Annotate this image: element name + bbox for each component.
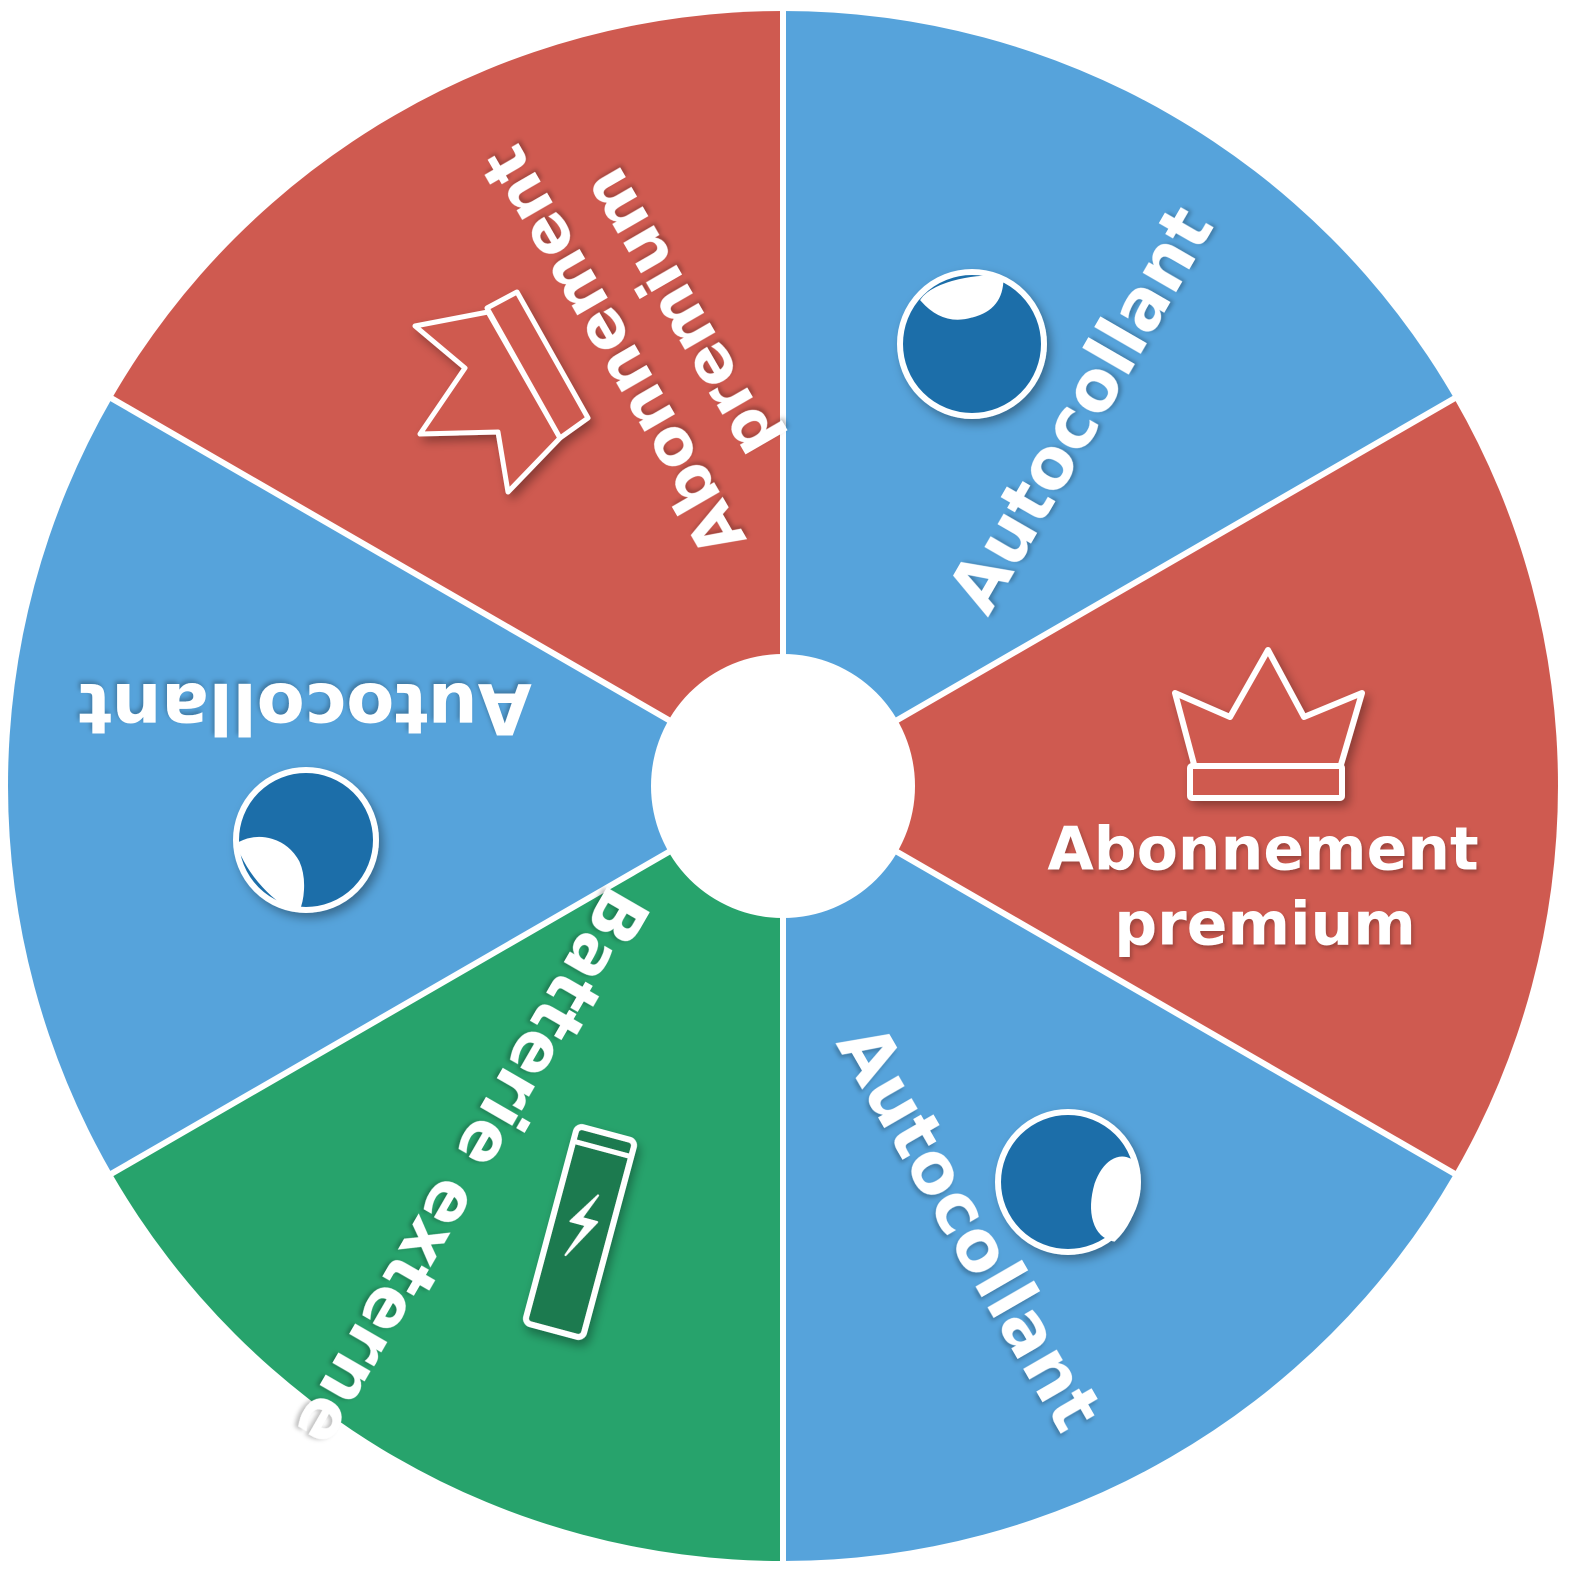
segment-label-right-line-1: Abonnement: [1047, 815, 1478, 885]
segment-wedge-top-right: [783, 11, 1455, 786]
segment-content-left: Autocollant: [78, 667, 532, 913]
segment-wedge-bottom-left: [111, 786, 783, 1561]
ribbon-icon: [412, 289, 591, 495]
sticker-icon: [897, 269, 1047, 419]
battery-icon: [522, 1124, 638, 1340]
segment-content-right: Abonnement premium: [1047, 647, 1479, 960]
sticker-icon: [233, 767, 379, 913]
segment-wedge-right: [783, 398, 1558, 1174]
wheel-segment-right[interactable]: [783, 398, 1558, 1174]
wheel-segment-left[interactable]: [7, 398, 783, 1174]
wheel-hub: [651, 654, 915, 918]
wheel-segment-bottom-left[interactable]: [111, 786, 783, 1561]
segment-label-right-line-2: premium: [1114, 890, 1416, 960]
segment-wedge-left: [7, 398, 783, 1174]
crown-icon: [1172, 647, 1365, 801]
segment-label-left-line-1: Autocollant: [78, 667, 532, 749]
sticker-icon: [995, 1109, 1141, 1255]
wheel-segment-top-right[interactable]: [783, 11, 1455, 786]
